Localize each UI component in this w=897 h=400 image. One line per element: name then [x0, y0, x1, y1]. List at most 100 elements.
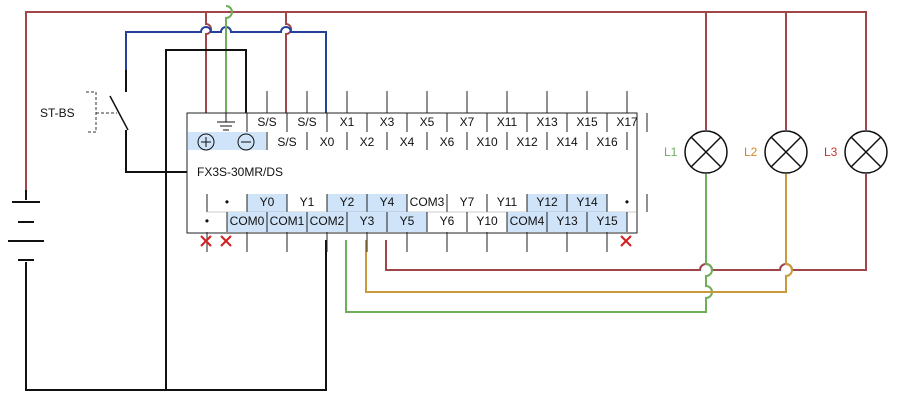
plus-icon	[197, 133, 215, 151]
terminal-label: Y4	[380, 195, 395, 209]
terminal-label: •	[625, 195, 629, 209]
terminal-cell: COM2	[306, 212, 347, 252]
terminal-label: Y6	[440, 214, 455, 228]
terminal-cell: Y13	[546, 212, 587, 252]
terminal-cell: Y14	[566, 194, 607, 212]
terminal-cell: COM3	[406, 194, 445, 212]
minus-icon	[237, 133, 255, 151]
terminal-label: X1	[340, 115, 355, 129]
terminal-cell: Y6	[426, 212, 455, 252]
terminal-cell: X14	[546, 132, 578, 150]
terminal-cell: X11	[486, 91, 518, 132]
terminal-cell: Y3	[346, 212, 387, 252]
wire-lamp-l1-return	[345, 174, 713, 313]
terminal-label: X6	[440, 135, 455, 149]
terminal-label: Y1	[300, 195, 315, 209]
lamp-l1: L1	[664, 130, 728, 174]
lamp-group: L1 L2 L3	[664, 130, 888, 174]
terminal-cell: Y2	[326, 194, 367, 212]
terminal-cell: •	[206, 194, 229, 212]
battery-symbol	[8, 190, 44, 261]
terminal-label: Y10	[476, 214, 498, 228]
lamp-l3: L3	[824, 130, 888, 174]
unused-terminal-x-icon	[220, 235, 232, 247]
terminal-cell: Y15	[586, 212, 627, 252]
terminal-label: COM3	[410, 195, 445, 209]
switch-label: ST-BS	[40, 106, 75, 120]
terminal-label: Y14	[576, 195, 598, 209]
terminal-label: X13	[536, 115, 558, 129]
terminal-cell: X15	[566, 91, 598, 132]
terminal-label: X12	[516, 135, 538, 149]
wire-bottom-return	[25, 240, 327, 391]
wire-ground	[225, 5, 233, 113]
terminal-label: X10	[476, 135, 498, 149]
wire-switch-to-plc	[125, 130, 188, 173]
terminal-label: COM1	[270, 214, 305, 228]
terminal-label: COM0	[230, 214, 265, 228]
terminal-cell: X4	[386, 132, 415, 150]
terminal-label: Y5	[400, 214, 415, 228]
terminal-cell: Y11	[486, 194, 518, 212]
wire-lamp-l2-return	[365, 174, 793, 293]
terminal-label: Y7	[460, 195, 475, 209]
terminal-cell: X2	[346, 132, 375, 150]
terminal-label: X3	[380, 115, 395, 129]
terminal-cell: X16	[586, 132, 618, 150]
terminal-cell: X0	[306, 132, 335, 150]
terminal-label: Y13	[556, 214, 578, 228]
terminal-label: •	[225, 195, 229, 209]
terminal-cell: X12	[506, 132, 538, 150]
wire-top-bus	[25, 11, 867, 190]
terminal-label: COM2	[310, 214, 345, 228]
terminal-cell: X17	[606, 91, 638, 132]
plc-model-label: FX3S-30MR/DS	[197, 165, 283, 179]
terminal-cell: S/S	[246, 91, 277, 132]
unused-terminal-x-icon	[620, 235, 632, 247]
terminal-cell: COM1	[266, 212, 307, 252]
terminal-cell: Y4	[366, 194, 407, 212]
terminal-cell: S/S	[266, 132, 297, 150]
terminal-label: X0	[320, 135, 335, 149]
wire-minus-loop	[165, 49, 247, 390]
terminal-label: X2	[360, 135, 375, 149]
power-cell-highlight	[188, 132, 266, 150]
terminal-cell: •	[606, 194, 629, 212]
unused-terminal-x-icon	[200, 235, 212, 247]
terminal-label: S/S	[257, 115, 276, 129]
terminal-label: X17	[616, 115, 638, 129]
terminal-label: S/S	[277, 135, 296, 149]
terminal-cell: COM4	[506, 212, 547, 252]
terminal-label: X5	[420, 115, 435, 129]
terminal-label: Y12	[536, 195, 558, 209]
terminal-cell: Y1	[286, 194, 315, 212]
terminal-cell: X10	[466, 132, 498, 150]
ground-icon	[217, 113, 235, 131]
input-terminal-row-bottom: S/S X0 X2 X4 X6 X10 X12 X14 X16	[266, 132, 628, 150]
terminal-label: Y3	[360, 214, 375, 228]
terminal-cell: X7	[446, 91, 475, 132]
terminal-label: Y11	[497, 195, 518, 209]
terminal-cell: X13	[526, 91, 558, 132]
terminal-label: Y0	[260, 195, 275, 209]
terminal-cell: X3	[366, 91, 395, 132]
terminal-cell: Y5	[386, 212, 427, 252]
terminal-label: X7	[460, 115, 475, 129]
lamp-l2: L2	[744, 130, 808, 174]
terminal-cell: Y10	[466, 212, 498, 252]
start-switch	[86, 70, 129, 133]
terminal-label: X4	[400, 135, 415, 149]
lamp-label: L3	[824, 145, 838, 159]
terminal-cell: Y12	[526, 194, 567, 212]
terminal-label: X14	[556, 135, 578, 149]
terminal-label: Y15	[596, 214, 618, 228]
terminal-label: X16	[596, 135, 618, 149]
terminal-cell: Y7	[446, 194, 475, 212]
terminal-label: S/S	[297, 115, 316, 129]
terminal-cell: Y0	[246, 194, 287, 212]
terminal-label: X11	[497, 115, 518, 129]
